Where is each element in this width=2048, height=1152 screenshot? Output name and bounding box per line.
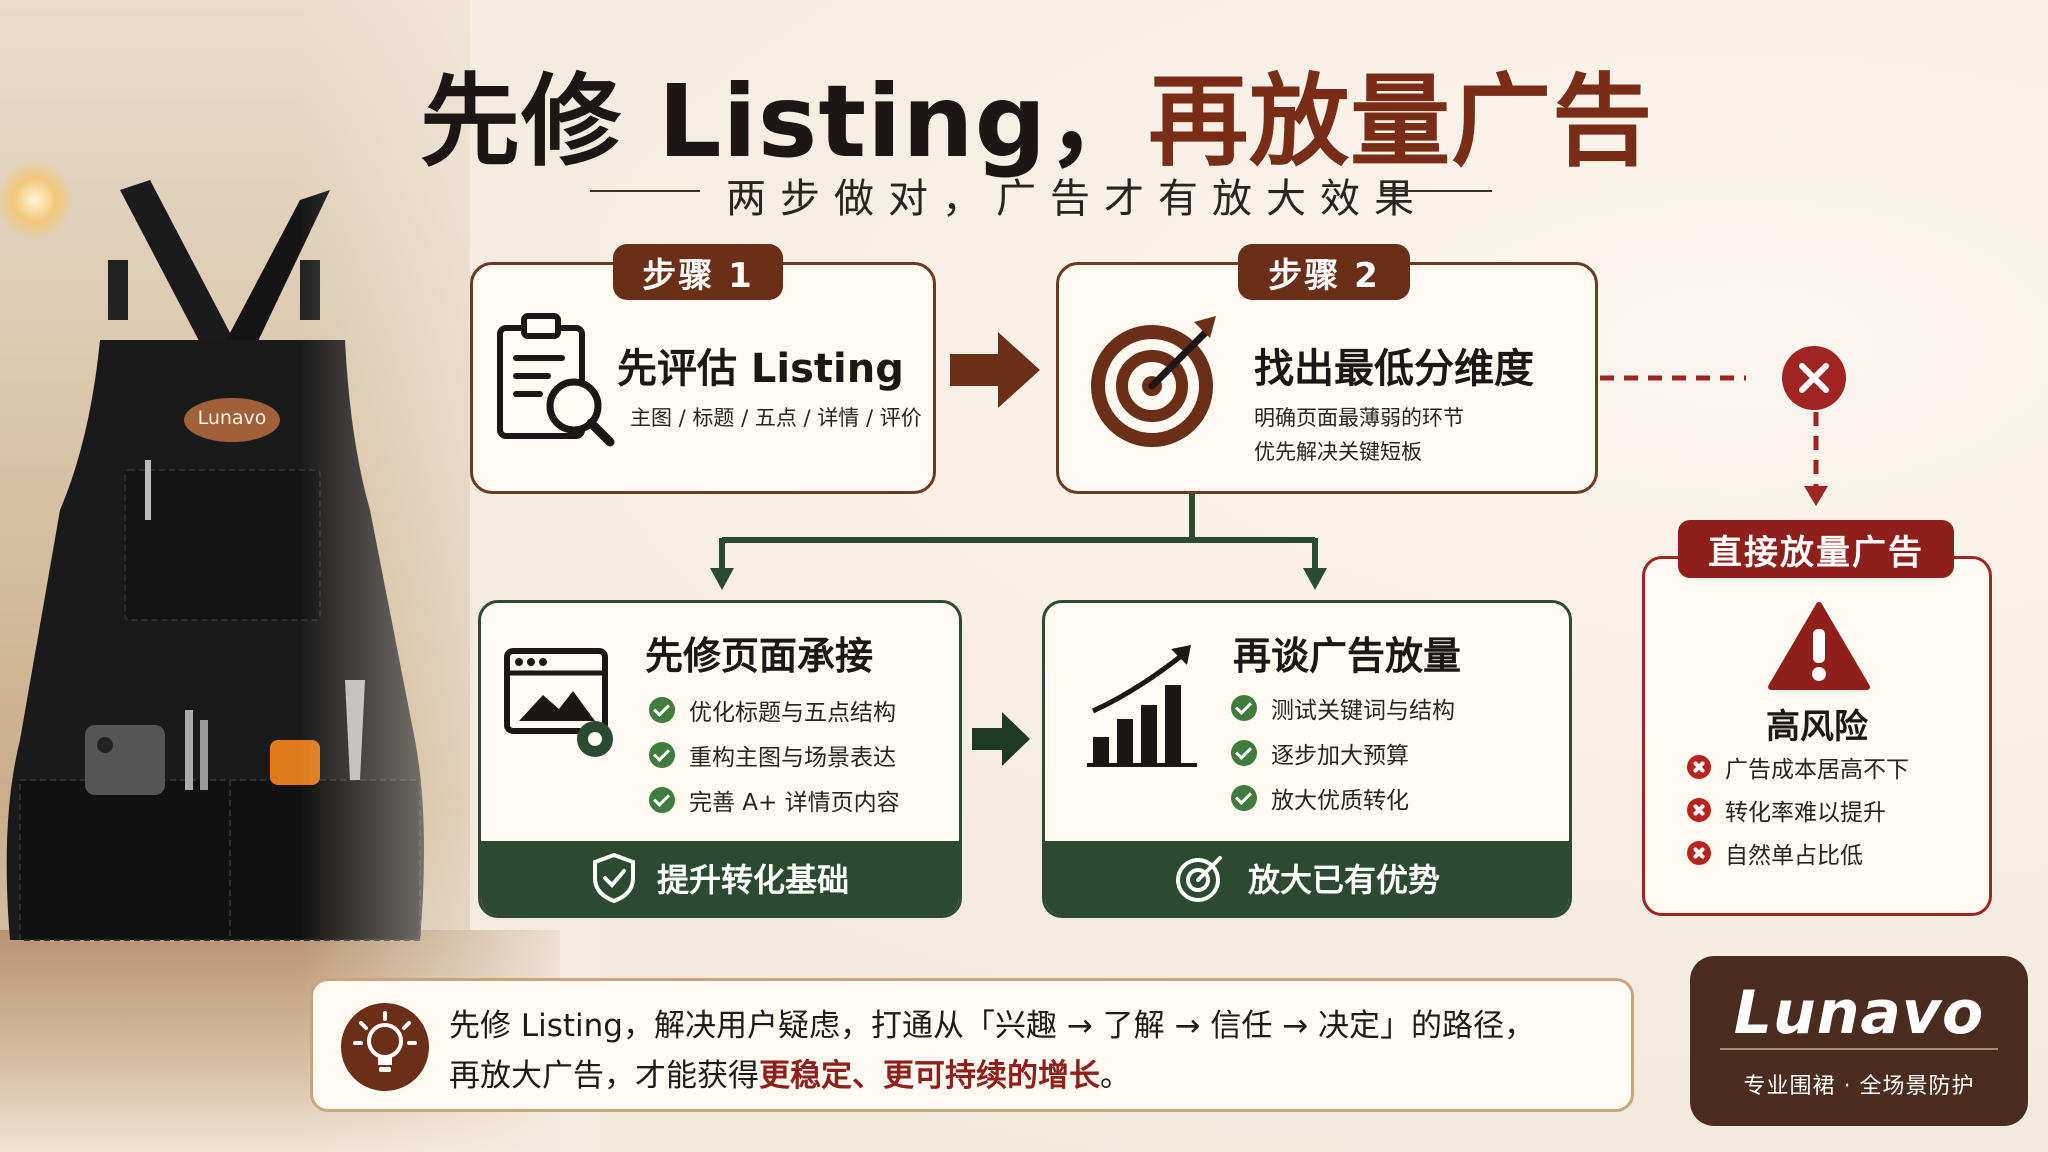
subtitle: 两步做对，广告才有放大效果 <box>726 176 1428 222</box>
check-icon <box>1231 739 1257 766</box>
brand-divider <box>1720 1048 1998 1050</box>
list-item: 广告成本居高不下 <box>1687 745 1909 788</box>
step1-desc: 主图 / 标题 / 五点 / 详情 / 评价 <box>630 406 922 430</box>
target-arrow-icon <box>1091 316 1216 447</box>
brand-name: Lunavo <box>1733 978 1985 1048</box>
blocked-x-icon <box>1782 346 1846 410</box>
step2-badge: 步骤 2 <box>1238 244 1410 300</box>
branch-connector <box>710 494 1327 590</box>
step-arrow <box>950 332 1040 408</box>
risk-dashed-connector <box>1600 375 1828 506</box>
ads-card-footer: 放大已有优势 <box>1045 841 1569 915</box>
brand-logo-box: Lunavo 专业围裙 · 全场景防护 <box>1690 956 2028 1126</box>
photo-fade <box>300 0 600 1152</box>
list-item: 优化标题与五点结构 <box>649 687 900 732</box>
lamp-glow <box>0 160 70 240</box>
check-icon <box>649 786 675 813</box>
list-item: 完善 A+ 详情页内容 <box>649 777 900 822</box>
check-icon <box>649 741 675 768</box>
banner-highlight-sustainable: 更可持续的增长 <box>883 1058 1100 1094</box>
list-item: 转化率难以提升 <box>1687 788 1909 831</box>
risk-list: 广告成本居高不下 转化率难以提升 自然单占比低 <box>1687 745 1909 874</box>
title-part1: 先修 Listing， <box>420 63 1149 180</box>
risk-card: 高风险 广告成本居高不下 转化率难以提升 自然单占比低 <box>1642 556 1992 916</box>
banner-line1: 先修 Listing，解决用户疑虑，打通从「兴趣 → 了解 → 信任 → 决定」… <box>449 1008 1536 1044</box>
apron-patch-label: Lunavo <box>197 407 267 429</box>
shield-check-icon <box>592 852 635 904</box>
risk-title: 高风险 <box>1766 707 1868 747</box>
lightbulb-icon <box>341 1003 429 1091</box>
step2-desc-line2: 优先解决关键短板 <box>1254 440 1422 464</box>
fix-card-footer: 提升转化基础 <box>481 841 959 915</box>
growth-chart-icon <box>1087 645 1197 767</box>
banner-highlight-stable: 更稳定 <box>759 1058 852 1094</box>
list-item: 放大优质转化 <box>1231 775 1455 820</box>
target-icon <box>1175 856 1222 902</box>
subtitle-line-left <box>590 190 700 192</box>
ads-scale-card: 再谈广告放量 测试关键词与结构 逐步加大预算 放大优质转化 放大已有优势 <box>1042 600 1572 918</box>
fix-page-card: 先修页面承接 优化标题与五点结构 重构主图与场景表达 完善 A+ 详情页内容 提… <box>478 600 962 918</box>
check-icon <box>649 696 675 723</box>
step2-title: 找出最低分维度 <box>1254 346 1534 392</box>
check-icon <box>1231 694 1257 721</box>
x-icon <box>1687 840 1711 865</box>
ads-card-list: 测试关键词与结构 逐步加大预算 放大优质转化 <box>1231 685 1455 820</box>
summary-banner: 先修 Listing，解决用户疑虑，打通从「兴趣 → 了解 → 信任 → 决定」… <box>310 978 1634 1112</box>
risk-badge: 直接放量广告 <box>1678 520 1954 578</box>
banner-text: 先修 Listing，解决用户疑虑，打通从「兴趣 → 了解 → 信任 → 决定」… <box>449 1001 1535 1101</box>
fix-card-list: 优化标题与五点结构 重构主图与场景表达 完善 A+ 详情页内容 <box>649 687 900 822</box>
x-icon <box>1687 754 1711 779</box>
ads-card-title: 再谈广告放量 <box>1233 634 1462 678</box>
webpage-gear-icon <box>504 648 613 757</box>
list-item: 测试关键词与结构 <box>1231 685 1455 730</box>
clipboard-search-icon <box>497 313 615 447</box>
list-item: 自然单占比低 <box>1687 831 1909 874</box>
step1-title: 先评估 Listing <box>617 346 904 392</box>
brand-tagline: 专业围裙 · 全场景防护 <box>1743 1074 1975 1099</box>
warning-triangle-icon <box>1768 602 1870 690</box>
title-part2: 再放量广告 <box>1148 63 1654 180</box>
subtitle-line-right <box>1382 190 1492 192</box>
page-title: 先修 Listing，再放量广告 <box>420 40 1660 185</box>
banner-line2: 再放大广告，才能获得更稳定、更可持续的增长。 <box>449 1058 1131 1094</box>
fix-to-ads-arrow <box>972 712 1030 766</box>
list-item: 重构主图与场景表达 <box>649 732 900 777</box>
check-icon <box>1231 784 1257 811</box>
x-icon <box>1687 797 1711 822</box>
step2-desc-line1: 明确页面最薄弱的环节 <box>1254 406 1464 430</box>
fix-card-title: 先修页面承接 <box>645 634 874 678</box>
list-item: 逐步加大预算 <box>1231 730 1455 775</box>
step1-badge: 步骤 1 <box>613 244 783 300</box>
